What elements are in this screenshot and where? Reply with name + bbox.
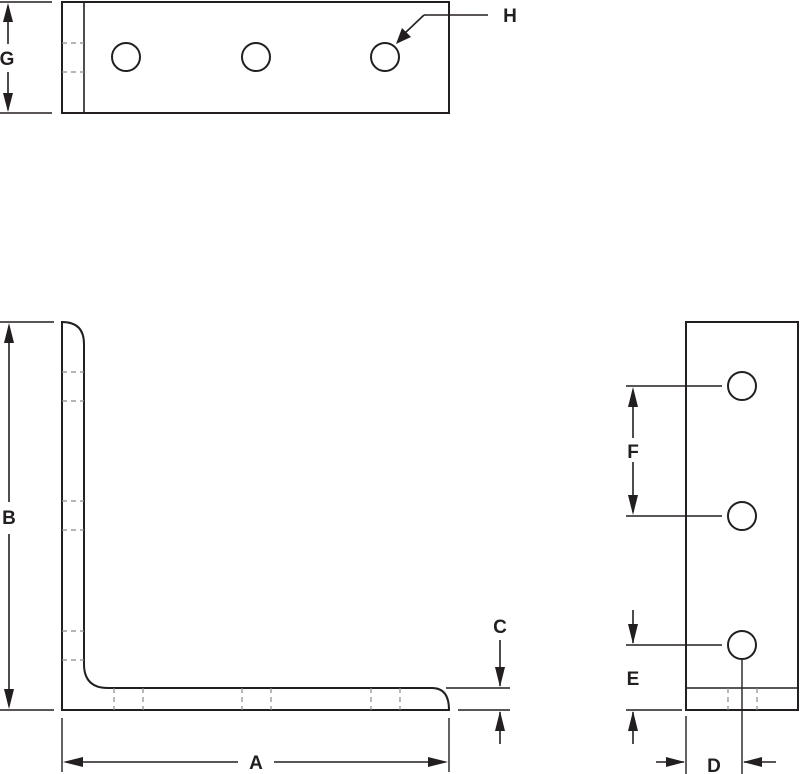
top-view [61, 1, 450, 114]
dimension-f: F [626, 385, 722, 517]
arrowhead [628, 711, 638, 731]
arrowhead [4, 323, 14, 343]
dimension-c: C [446, 617, 510, 744]
arrowhead [495, 711, 505, 731]
label-c: C [493, 617, 507, 638]
dimension-d: D [656, 660, 776, 774]
dimension-e: E [626, 610, 722, 744]
callout-h: H [396, 6, 517, 44]
arrowhead [628, 624, 638, 644]
arrowhead [743, 757, 762, 767]
arrowhead [3, 93, 13, 112]
arrowhead [396, 28, 411, 44]
arrowhead [4, 689, 14, 709]
hole [727, 371, 757, 401]
hole [727, 630, 757, 660]
arrowhead [628, 387, 638, 407]
hole [727, 501, 757, 531]
label-h: H [503, 6, 517, 27]
front-view-outline [61, 320, 451, 711]
arrowhead [428, 757, 448, 767]
hole [370, 42, 400, 72]
label-g: G [0, 49, 14, 70]
hole [111, 42, 141, 72]
dimension-a: A [61, 718, 450, 774]
arrowhead [628, 495, 638, 515]
dimension-g: G [0, 1, 52, 114]
arrowhead [63, 757, 83, 767]
arrowhead [495, 667, 505, 687]
hole [241, 42, 271, 72]
label-e: E [627, 669, 640, 690]
front-view [61, 320, 451, 711]
arrowhead [666, 757, 685, 767]
label-b: B [2, 508, 16, 529]
dimension-b: B [0, 321, 54, 711]
label-d: D [707, 756, 721, 774]
label-f: F [627, 442, 639, 463]
label-a: A [249, 753, 263, 774]
arrowhead [3, 3, 13, 22]
